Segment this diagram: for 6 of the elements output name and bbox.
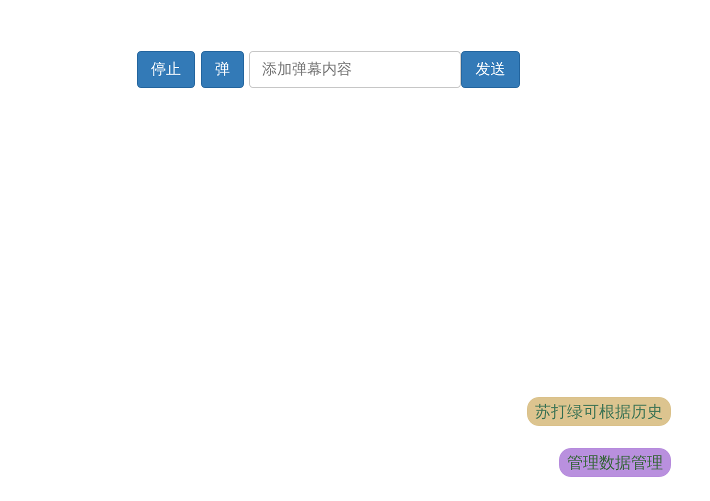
input-field: 添加弹幕内容: [249, 51, 461, 88]
danmaku-comment: 管理数据管理: [559, 448, 671, 477]
action-button: 发送: [461, 51, 520, 88]
action-button: 弹: [201, 51, 244, 88]
action-button: 停止: [137, 51, 195, 88]
danmaku-comment: 苏打绿可根据历史: [527, 397, 671, 426]
